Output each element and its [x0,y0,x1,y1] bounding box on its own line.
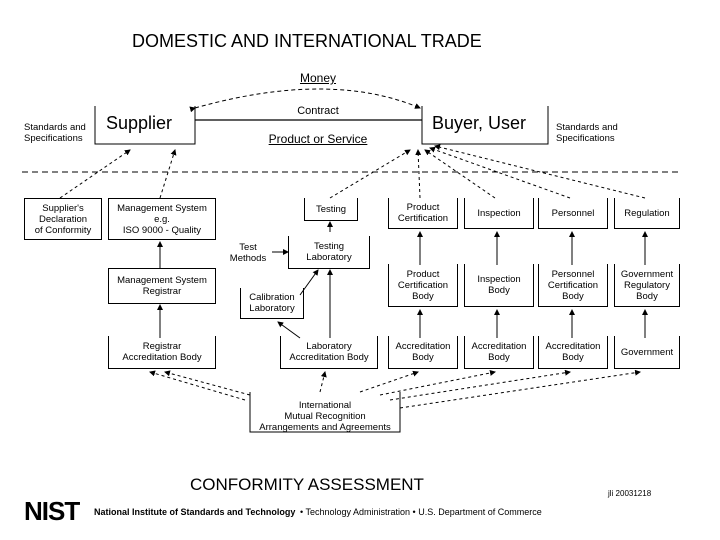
conformity-assessment-title: CONFORMITY ASSESSMENT [190,475,424,494]
footer-institute: National Institute of Standards and Tech… [94,507,296,517]
supplier-bracket [94,106,196,145]
accreditation-body-2-box: Accreditation Body [464,336,534,369]
calibration-laboratory-box: Calibration Laboratory [240,288,304,319]
product-certification-box: Product Certification [388,198,458,229]
inspection-body-box: Inspection Body [464,264,534,307]
document-code: jli 20031218 [608,489,652,498]
suppliers-declaration-box: Supplier's Declaration of Conformity [24,198,102,240]
personnel-certification-body-box: Personnel Certification Body [538,264,608,307]
money-arc [189,88,421,113]
nist-logo: NIST [24,496,80,526]
buyer-bracket [421,106,549,145]
government-box: Government [614,336,680,369]
page-title: DOMESTIC AND INTERNATIONAL TRADE [132,31,482,51]
test-methods-label: Test Methods [229,242,267,264]
international-mra-label: International Mutual Recognition Arrange… [259,399,391,433]
testing-box: Testing [304,198,358,221]
standards-right: Standards and Specifications [556,122,618,144]
management-system-registrar-box: Management System Registrar [108,268,216,304]
product-certification-body-box: Product Certification Body [388,264,458,307]
laboratory-accreditation-body-box: Laboratory Accreditation Body [280,336,378,369]
personnel-box: Personnel [538,198,608,229]
footer-line: • Technology Administration • U.S. Depar… [300,507,542,517]
buyer-user-label: Buyer, User [432,113,527,133]
accreditation-body-1-box: Accreditation Body [388,336,458,369]
contract-label: Contract [297,105,339,117]
product-service-label: Product or Service [268,132,368,146]
supplier-label: Supplier [106,113,173,133]
regulation-box: Regulation [614,198,680,229]
accreditation-body-3-box: Accreditation Body [538,336,608,369]
standards-left: Standards and Specifications [24,122,86,144]
money-label: Money [299,71,337,85]
inspection-box: Inspection [464,198,534,229]
government-regulatory-body-box: Government Regulatory Body [614,264,680,307]
testing-laboratory-box: Testing Laboratory [288,236,370,269]
registrar-accreditation-body-box: Registrar Accreditation Body [108,336,216,369]
management-system-box: Management System e.g. ISO 9000 - Qualit… [108,198,216,240]
